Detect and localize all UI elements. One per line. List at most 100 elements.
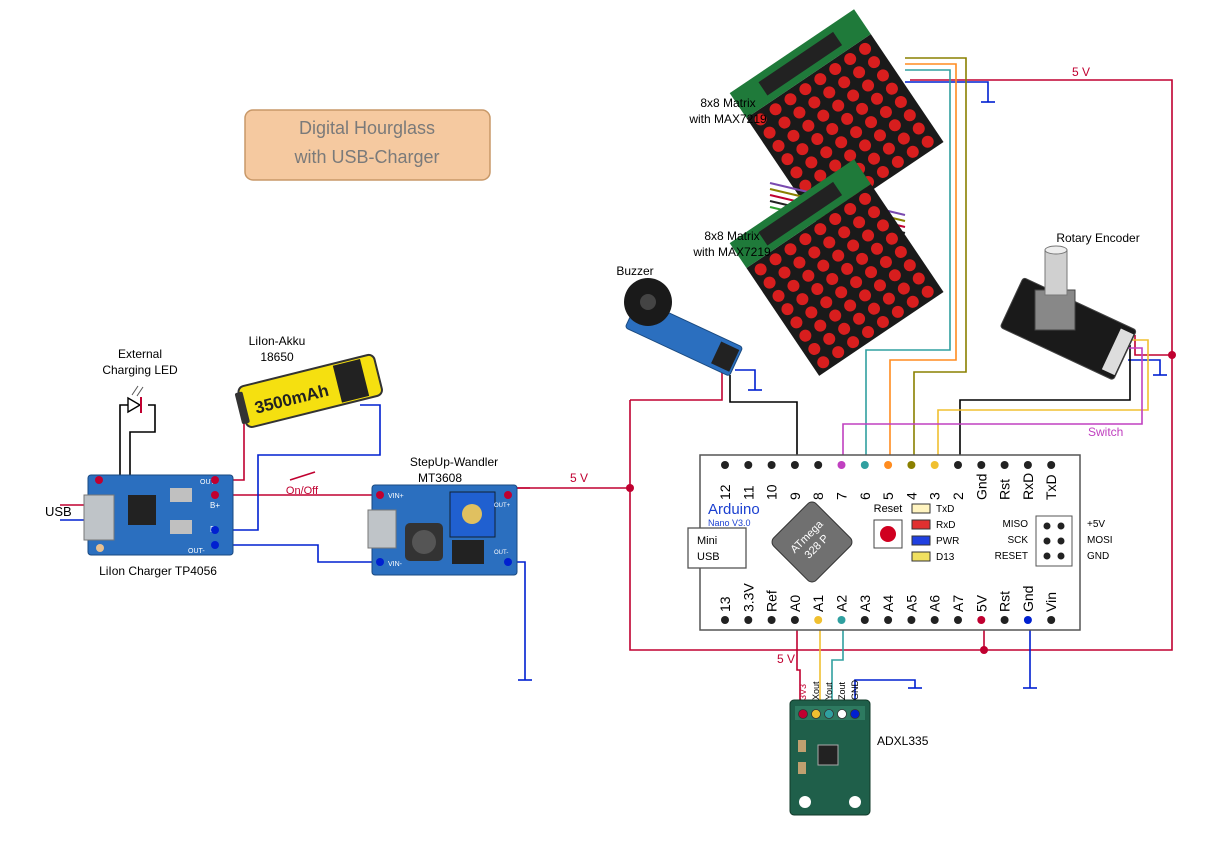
top-pin-label: TxD — [1043, 474, 1059, 500]
bottom-pin-dot — [1047, 616, 1056, 624]
top-pin-dot — [930, 461, 939, 469]
wire-din — [865, 69, 951, 465]
top-pin-label: 3 — [927, 492, 943, 500]
bottom-pin-dot — [930, 616, 939, 624]
adxl-pin-dot — [798, 709, 808, 719]
adxl-pin-label: GND — [850, 680, 860, 701]
bottom-pin-dot — [814, 616, 823, 624]
top-pin-label: Gnd — [973, 474, 989, 500]
label-5v-top: 5 V — [1072, 65, 1090, 79]
charger-b-plus: B+ — [210, 501, 220, 510]
bottom-pin-label: A4 — [880, 595, 896, 612]
top-pin-dot — [1000, 461, 1009, 469]
led-label-2: Charging LED — [102, 363, 178, 377]
label-5v-left: 5 V — [570, 471, 588, 485]
bottom-pin-label: Rst — [997, 591, 1013, 612]
title-box: Digital Hourglass with USB-Charger — [244, 109, 491, 181]
label-5v-bottom: 5 V — [777, 652, 795, 666]
battery: 3500mAh LiIon-Akku 18650 — [234, 334, 383, 429]
wire-buzzer-vcc — [630, 370, 723, 401]
adxl-pin-dot — [837, 709, 847, 719]
stepup-out-plus: OUT+ — [494, 503, 511, 509]
icsp-miso: MISO — [1002, 519, 1028, 530]
matrix-top-label-2: with MAX7219 — [688, 112, 767, 126]
wire-buzzer-signal — [729, 375, 798, 465]
stepup-board: VIN+ VIN- OUT+ OUT- StepUp-Wandler MT360… — [367, 455, 518, 576]
wire-gnd-in — [215, 544, 380, 563]
top-pin-label: 2 — [950, 492, 966, 500]
junctions — [626, 351, 1176, 654]
bottom-pin-label: A1 — [810, 595, 826, 612]
wires — [60, 57, 1173, 710]
icsp-mosi: MOSI — [1087, 535, 1113, 546]
charger-out-minus: OUT- — [188, 548, 205, 555]
bottom-pin-label: Gnd — [1020, 586, 1036, 612]
status-leds: TxD RxD PWR D13 — [911, 503, 959, 563]
stepup-label-1: StepUp-Wandler — [410, 455, 498, 469]
led-d13: D13 — [936, 552, 955, 563]
stepup-vin-plus: VIN+ — [388, 493, 404, 500]
bottom-pin-dot — [977, 616, 986, 624]
adxl-pin-label: Xout — [811, 681, 821, 700]
top-pin-label: Rst — [997, 479, 1013, 500]
led-pwr: PWR — [936, 536, 959, 547]
bottom-pin-dot — [744, 616, 753, 624]
bottom-pin-label: 5V — [973, 594, 989, 612]
bottom-pin-dot — [860, 616, 869, 624]
title-line-2: with USB-Charger — [293, 147, 439, 167]
led-rxd: RxD — [936, 520, 955, 531]
top-pin-dot — [837, 461, 846, 469]
buzzer-module: Buzzer — [616, 264, 743, 376]
top-pin-label: 7 — [834, 492, 850, 500]
arduino-version: Nano V3.0 — [708, 518, 751, 528]
label-switch: Switch — [1088, 425, 1123, 439]
battery-label-1: LiIon-Akku — [249, 334, 306, 348]
adxl-pin-label: Zout — [837, 681, 847, 700]
top-pin-label: 11 — [740, 485, 756, 500]
adxl-pin-dot — [850, 709, 860, 719]
adxl-label: ADXL335 — [877, 734, 929, 748]
wire-encoder-5v — [1134, 335, 1172, 356]
top-pin-dot — [977, 461, 986, 469]
top-pin-dot — [884, 461, 893, 469]
bottom-pin-dot — [1023, 616, 1032, 624]
bottom-pin-dot — [884, 616, 893, 624]
wire-battery-plus — [215, 410, 245, 481]
bottom-pin-label: Ref — [764, 590, 780, 612]
wire-cs — [889, 63, 957, 465]
adxl-pin-dot — [824, 709, 834, 719]
bottom-pin-dot — [790, 616, 799, 624]
wire-5v-bus — [508, 79, 1173, 651]
led-label-1: External — [118, 347, 162, 361]
top-pin-label: 12 — [717, 484, 733, 500]
matrix-top: 8x8 Matrix with MAX7219 — [688, 9, 944, 226]
stepup-vin-minus: VIN- — [388, 561, 403, 568]
bottom-pin-dot — [1000, 616, 1009, 624]
bottom-pin-dot — [721, 616, 729, 624]
bottom-pin-label: A3 — [857, 595, 873, 612]
mini-usb-label-1: Mini — [697, 535, 717, 547]
top-pin-dot — [1047, 461, 1056, 469]
top-pin-label: 6 — [857, 492, 873, 500]
rotary-encoder: Rotary Encoder — [1000, 231, 1140, 380]
arduino-nano: Mini USB Arduino Nano V3.0 ATmega 328 P … — [687, 454, 1113, 631]
rotary-label: Rotary Encoder — [1056, 231, 1139, 245]
bottom-pin-label: A6 — [927, 595, 943, 612]
top-pin-dot — [721, 461, 729, 469]
charger-label: LiIon Charger TP4056 — [99, 564, 217, 578]
top-pin-dot — [790, 461, 799, 469]
top-pin-dot — [814, 461, 823, 469]
led-icon: External Charging LED — [102, 347, 178, 414]
buzzer-label: Buzzer — [616, 264, 653, 278]
bottom-pin-dot — [907, 616, 916, 624]
bottom-pin-label: Vin — [1043, 592, 1059, 612]
icsp-gnd: GND — [1087, 551, 1109, 562]
bottom-pin-label: 13 — [717, 596, 733, 612]
title-line-1: Digital Hourglass — [299, 118, 435, 138]
charger-board: OUT+ B+ B- OUT- USB LiIon Charger TP4056 — [45, 474, 234, 578]
reset-label: Reset — [874, 503, 903, 515]
stepup-label-2: MT3608 — [418, 471, 462, 485]
top-pin-label: 9 — [787, 492, 803, 500]
arduino-name: Arduino — [708, 501, 760, 518]
